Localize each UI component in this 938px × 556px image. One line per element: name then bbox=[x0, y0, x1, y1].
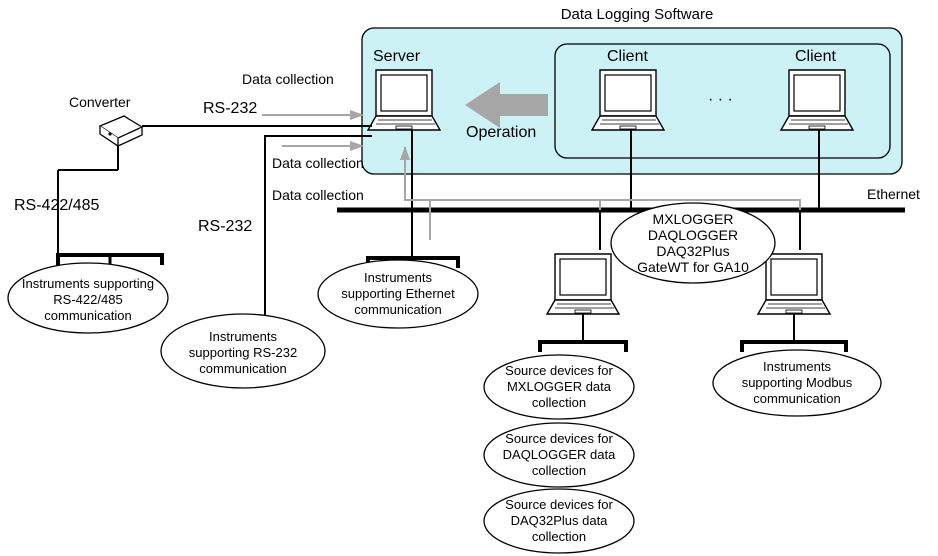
ethernet-instruments: Instruments supporting Ethernet communic… bbox=[317, 259, 479, 329]
rs232-left-label: RS-232 bbox=[198, 218, 252, 235]
daq32-src-line-2: DAQ32Plus data bbox=[511, 513, 609, 528]
rs422-instruments: Instruments supporting RS-422/485 commun… bbox=[7, 262, 169, 334]
rs422-instr-line-3: communication bbox=[44, 308, 131, 323]
mxlogger-src-line-1: Source devices for bbox=[505, 363, 613, 378]
daq32plus-sources: Source devices for DAQ32Plus data collec… bbox=[483, 488, 635, 554]
data-collection-arrowhead-2 bbox=[350, 141, 364, 151]
operation-arrow bbox=[465, 82, 548, 128]
server-laptop bbox=[367, 69, 441, 131]
data-collection-label-3: Data collection bbox=[272, 187, 364, 203]
rs232-instr-line-3: communication bbox=[199, 361, 286, 376]
modbus-instr-line-3: communication bbox=[753, 391, 840, 406]
diagram-title: Data Logging Software bbox=[561, 6, 714, 23]
software-bubble bbox=[610, 202, 776, 284]
rs232-instruments: Instruments supporting RS-232 communicat… bbox=[160, 313, 326, 389]
mxlogger-src-line-2: MXLOGGER data bbox=[507, 379, 612, 394]
rs422-instr-line-2: RS-422/485 bbox=[53, 292, 122, 307]
data-collection-label-1: Data collection bbox=[242, 71, 334, 87]
logger-laptop-2 bbox=[757, 253, 831, 315]
daq32-src-line-1: Source devices for bbox=[505, 497, 613, 512]
server-label: Server bbox=[373, 48, 421, 65]
logger-laptop-1 bbox=[546, 253, 620, 315]
modbus-bracket bbox=[740, 340, 848, 352]
daqlogger-src-line-1: Source devices for bbox=[505, 431, 613, 446]
client-laptop-1 bbox=[591, 69, 665, 131]
ethernet-label: Ethernet bbox=[867, 186, 920, 202]
rs232-direct-line bbox=[264, 135, 372, 320]
rs232-top-label: RS-232 bbox=[203, 100, 257, 117]
software-line-1: MXLOGGER bbox=[653, 211, 734, 227]
software-line-3: DAQ32Plus bbox=[656, 243, 729, 259]
daqlogger-sources: Source devices for DAQLOGGER data collec… bbox=[483, 422, 635, 488]
ethernet-instr-line-3: communication bbox=[354, 302, 441, 317]
software-line-4: GateWT for GA10 bbox=[637, 259, 749, 275]
client-label-2: Client bbox=[795, 48, 836, 65]
converter-label: Converter bbox=[69, 94, 131, 110]
mxlogger-bracket bbox=[538, 340, 628, 352]
software-line-2: DAQLOGGER bbox=[648, 227, 738, 243]
mxlogger-sources: Source devices for MXLOGGER data collect… bbox=[483, 354, 635, 420]
data-collection-arrowhead bbox=[400, 146, 410, 160]
rs422-label: RS-422/485 bbox=[14, 197, 99, 214]
rs232-instr-line-1: Instruments bbox=[209, 329, 277, 344]
rs422-instr-line-1: Instruments supporting bbox=[22, 276, 154, 291]
modbus-instr-line-2: supporting Modbus bbox=[742, 375, 853, 390]
daq32-src-line-3: collection bbox=[532, 529, 586, 544]
client-laptop-2 bbox=[780, 69, 854, 131]
operation-label: Operation bbox=[466, 124, 536, 141]
mxlogger-src-line-3: collection bbox=[532, 395, 586, 410]
daqlogger-src-line-3: collection bbox=[532, 463, 586, 478]
ethernet-instr-line-2: supporting Ethernet bbox=[341, 286, 455, 301]
modbus-instruments: Instruments supporting Modbus communicat… bbox=[712, 349, 882, 417]
rs232-instr-line-2: supporting RS-232 bbox=[189, 345, 297, 360]
ellipsis-text: · · · bbox=[708, 91, 733, 108]
converter-device bbox=[98, 115, 144, 148]
client-label-1: Client bbox=[607, 48, 648, 65]
modbus-instr-line-1: Instruments bbox=[763, 359, 831, 374]
ethernet-instr-line-1: Instruments bbox=[364, 270, 432, 285]
data-collection-arrowhead-1 bbox=[350, 110, 364, 120]
daqlogger-src-line-2: DAQLOGGER data bbox=[503, 447, 616, 462]
data-collection-label-2: Data collection bbox=[272, 155, 364, 171]
